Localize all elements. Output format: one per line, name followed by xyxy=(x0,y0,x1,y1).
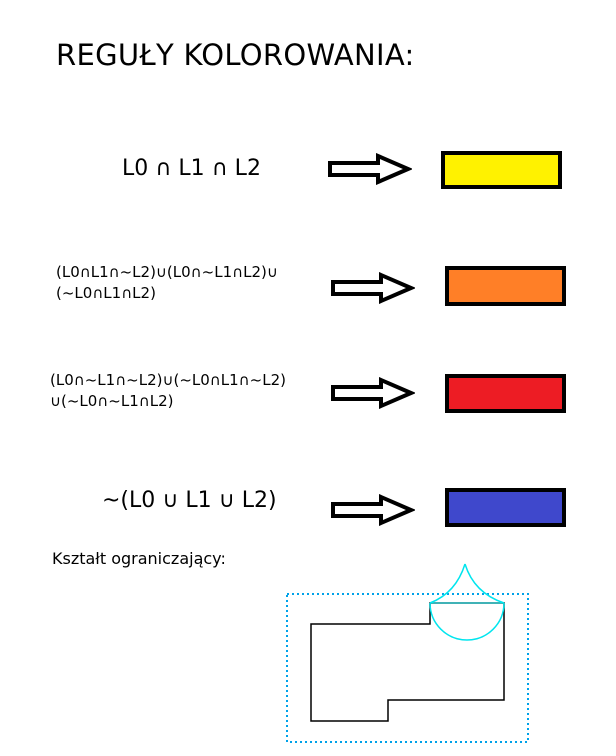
color-swatch-blue xyxy=(445,488,566,527)
rule-formula-orange: (L0∩L1∩~L2)∪(L0∩~L1∩L2)∪ (~L0∩L1∩L2) xyxy=(56,262,278,304)
rule-formula-red: (L0∩~L1∩~L2)∪(~L0∩L1∩~L2) ∪(~L0∩~L1∩L2) xyxy=(50,370,286,412)
arrow-right-icon xyxy=(331,494,415,526)
arrow-right-icon xyxy=(331,377,415,409)
rule-formula-blue: ~(L0 ∪ L1 ∪ L2) xyxy=(102,488,277,513)
color-swatch-yellow xyxy=(441,151,562,189)
rule-formula-line: L0 ∩ L1 ∩ L2 xyxy=(122,156,261,181)
rule-formula-line: (L0∩L1∩~L2)∪(L0∩~L1∩L2)∪ xyxy=(56,263,278,281)
bounding-shape-diagram xyxy=(286,563,529,743)
page-title: REGUŁY KOLOROWANIA: xyxy=(56,38,415,72)
arrow-right-icon xyxy=(331,272,415,304)
circle-arc-right-top xyxy=(464,563,505,604)
circle-arc-left-top xyxy=(429,563,466,604)
rule-formula-line: ∪(~L0∩~L1∩L2) xyxy=(50,392,174,410)
dotted-frame xyxy=(286,593,529,743)
color-swatch-red xyxy=(445,374,566,413)
bounding-shape-caption: Kształt ograniczający: xyxy=(52,549,226,568)
rule-formula-line: (~L0∩L1∩L2) xyxy=(56,284,156,302)
rule-formula-yellow: L0 ∩ L1 ∩ L2 xyxy=(122,156,261,181)
rule-formula-line: ~(L0 ∪ L1 ∪ L2) xyxy=(102,488,277,513)
circle-arc-bottom xyxy=(429,602,505,641)
bounding-outline xyxy=(310,602,505,722)
arrow-right-icon xyxy=(328,153,412,185)
color-swatch-orange xyxy=(445,266,566,306)
rule-formula-line: (L0∩~L1∩~L2)∪(~L0∩L1∩~L2) xyxy=(50,371,286,389)
